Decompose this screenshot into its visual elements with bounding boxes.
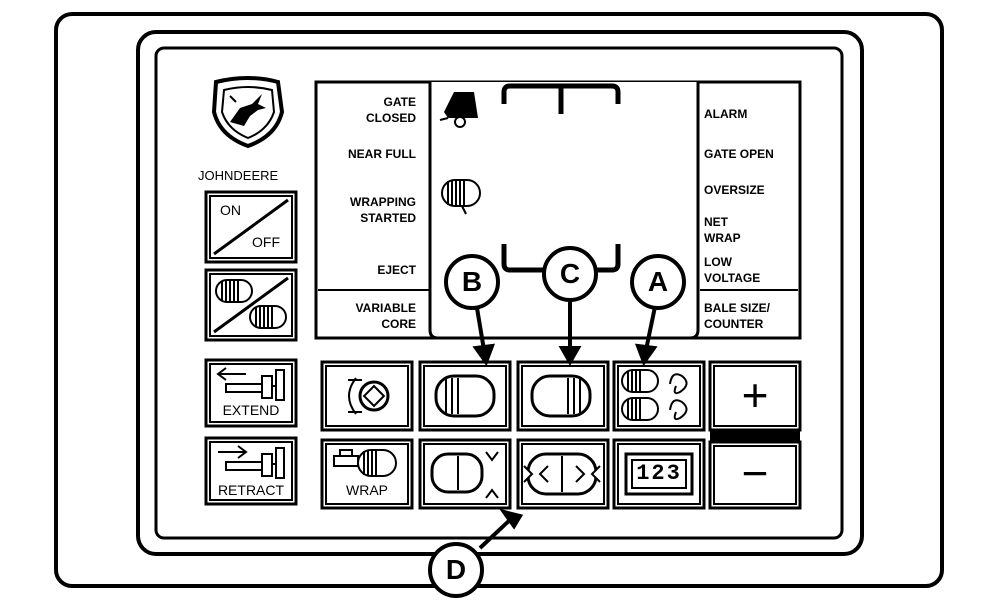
wrap-label: WRAP xyxy=(346,482,388,498)
core-drive-button[interactable] xyxy=(322,362,412,430)
bale-size-adjust-icon xyxy=(430,451,499,499)
brand-john: JOHN xyxy=(198,168,234,183)
wrap-mode-icon xyxy=(621,369,688,421)
twine-bale-icon xyxy=(215,279,253,303)
callout-c: C xyxy=(542,246,598,302)
wrapping-bale-icon xyxy=(441,179,481,215)
bale-density-button[interactable] xyxy=(518,440,608,508)
indicator-wrapping-started: WRAPPING STARTED xyxy=(350,195,416,225)
retract-arrow-icon xyxy=(218,445,285,479)
bale-left-button[interactable] xyxy=(420,362,510,430)
minus-button[interactable]: − xyxy=(710,442,800,508)
indicator-bale-size-counter: BALE SIZE/ COUNTER xyxy=(704,301,771,331)
indicator-net-wrap: NET WRAP xyxy=(704,215,741,245)
minus-label: − xyxy=(741,447,769,499)
off-label: OFF xyxy=(252,234,280,250)
bale-left-icon xyxy=(434,374,496,418)
indicator-gate-open: GATE OPEN xyxy=(704,147,774,161)
on-label: ON xyxy=(220,202,241,218)
indicator-oversize: OVERSIZE xyxy=(704,183,765,197)
callout-a: A xyxy=(630,254,686,310)
indicator-near-full: NEAR FULL xyxy=(348,147,416,161)
bale-right-button[interactable] xyxy=(518,362,608,430)
net-wrap-icon xyxy=(333,449,397,477)
on-off-button[interactable]: ON OFF xyxy=(206,192,296,262)
wrap-button[interactable]: WRAP xyxy=(322,440,412,508)
bale-mode-toggle-button[interactable] xyxy=(206,270,296,340)
brand-name: JOHNDEERE xyxy=(198,152,278,184)
net-bale-icon xyxy=(249,305,287,329)
indicator-alarm: ALARM xyxy=(704,107,748,121)
indicator-low-voltage: LOW VOLTAGE xyxy=(704,255,761,285)
retract-button[interactable]: RETRACT xyxy=(206,438,296,504)
bale-size-adjust-button[interactable] xyxy=(420,440,510,508)
counter-digits: 123 xyxy=(636,461,682,486)
wrap-mode-button[interactable] xyxy=(614,362,704,430)
counter-button[interactable]: 123 xyxy=(614,440,704,508)
extend-label: EXTEND xyxy=(222,402,280,418)
extend-button[interactable]: EXTEND xyxy=(206,360,296,426)
indicator-variable-core: VARIABLE CORE xyxy=(355,301,416,331)
john-deere-logo-icon xyxy=(211,76,285,149)
callout-d: D xyxy=(428,542,484,598)
indicator-eject: EJECT xyxy=(377,263,416,277)
retract-label: RETRACT xyxy=(217,482,285,498)
extend-arrow-icon xyxy=(216,367,285,401)
plus-label: + xyxy=(741,369,769,421)
callout-arrows xyxy=(472,301,658,550)
bale-density-icon xyxy=(523,452,601,496)
callout-b: B xyxy=(444,254,500,310)
baler-gate-icon xyxy=(439,92,478,128)
bale-right-icon xyxy=(530,374,592,418)
indicator-gate-closed: GATE CLOSED xyxy=(365,95,416,125)
brand-deere: DEERE xyxy=(233,168,279,183)
plus-button[interactable]: + xyxy=(710,362,800,430)
core-drive-icon xyxy=(348,377,390,415)
